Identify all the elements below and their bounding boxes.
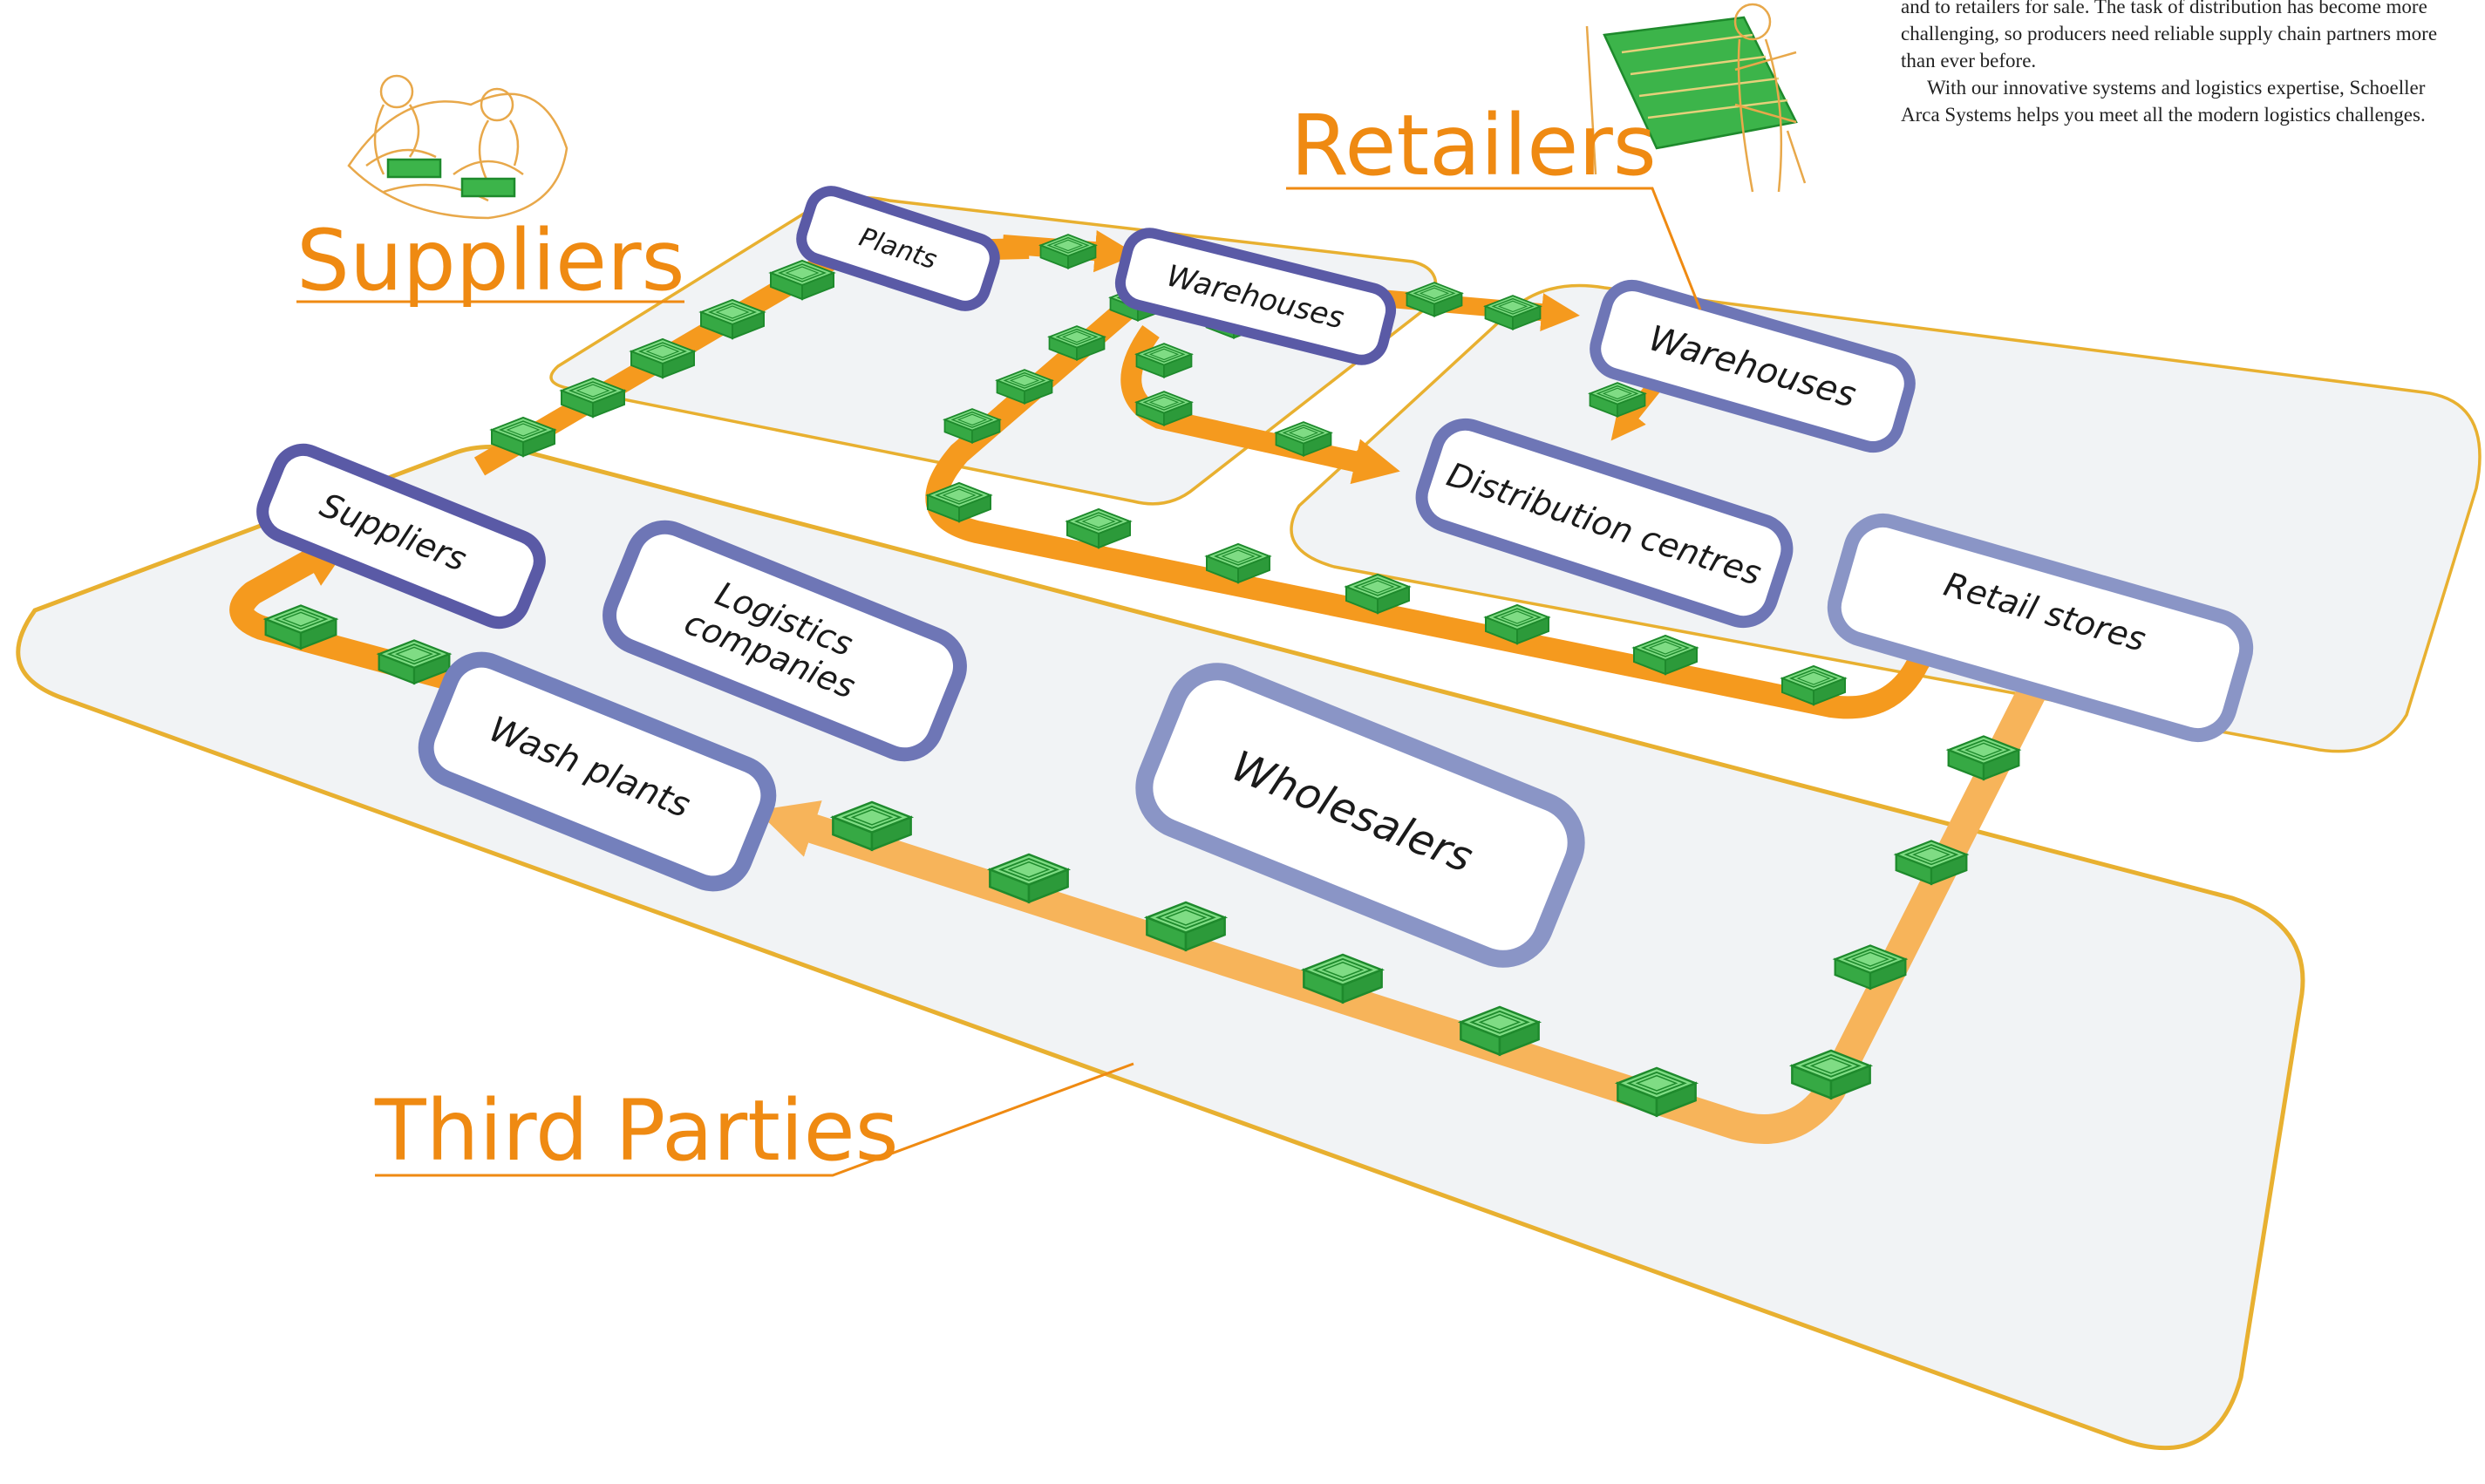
intro-line: With our innovative systems and logistic…: [1927, 77, 2426, 99]
store-clerk-illustration: [1585, 3, 1807, 193]
zone-title: Retailers: [1290, 97, 1657, 194]
node-wash-plants[interactable]: Wash plants: [416, 650, 779, 894]
node-warehouses-supplier[interactable]: Warehouses: [1114, 228, 1397, 365]
node-plants[interactable]: Plants: [796, 186, 1000, 311]
intro-line: challenging, so producers need reliable …: [1901, 23, 2438, 44]
node-retail-stores[interactable]: Retail stores: [1827, 513, 2254, 743]
zone-title: Suppliers: [296, 212, 685, 310]
retailers-zone-title: Retailers: [1286, 97, 1702, 310]
suppliers-zone-title: Suppliers: [296, 212, 685, 310]
third-parties-zone-title: Third Parties: [374, 1062, 1134, 1180]
intro-para-2: With our innovative systems and logistic…: [1901, 74, 2485, 128]
intro-line: than ever before.: [1901, 50, 2037, 71]
flow-warehouses-to-retail-stores: [925, 279, 1949, 719]
flow-wash-plants-to-suppliers: [229, 536, 492, 701]
node-warehouses-retailer[interactable]: Warehouses: [1590, 279, 1917, 453]
zone-title: Third Parties: [374, 1082, 899, 1180]
node-suppliers[interactable]: Suppliers: [255, 442, 548, 630]
intro-line: and to retailers for sale. The task of d…: [1901, 0, 2427, 17]
intro-text: and to retailers for sale. The task of d…: [1901, 0, 2485, 128]
intro-para-1: and to retailers for sale. The task of d…: [1901, 0, 2485, 74]
intro-line: Arca Systems helps you meet all the mode…: [1901, 104, 2426, 126]
node-wholesalers[interactable]: Wholesalers: [1131, 658, 1589, 972]
farm-workers-illustration: [347, 74, 568, 220]
node-logistics-companies[interactable]: Logistics companies: [600, 517, 970, 764]
